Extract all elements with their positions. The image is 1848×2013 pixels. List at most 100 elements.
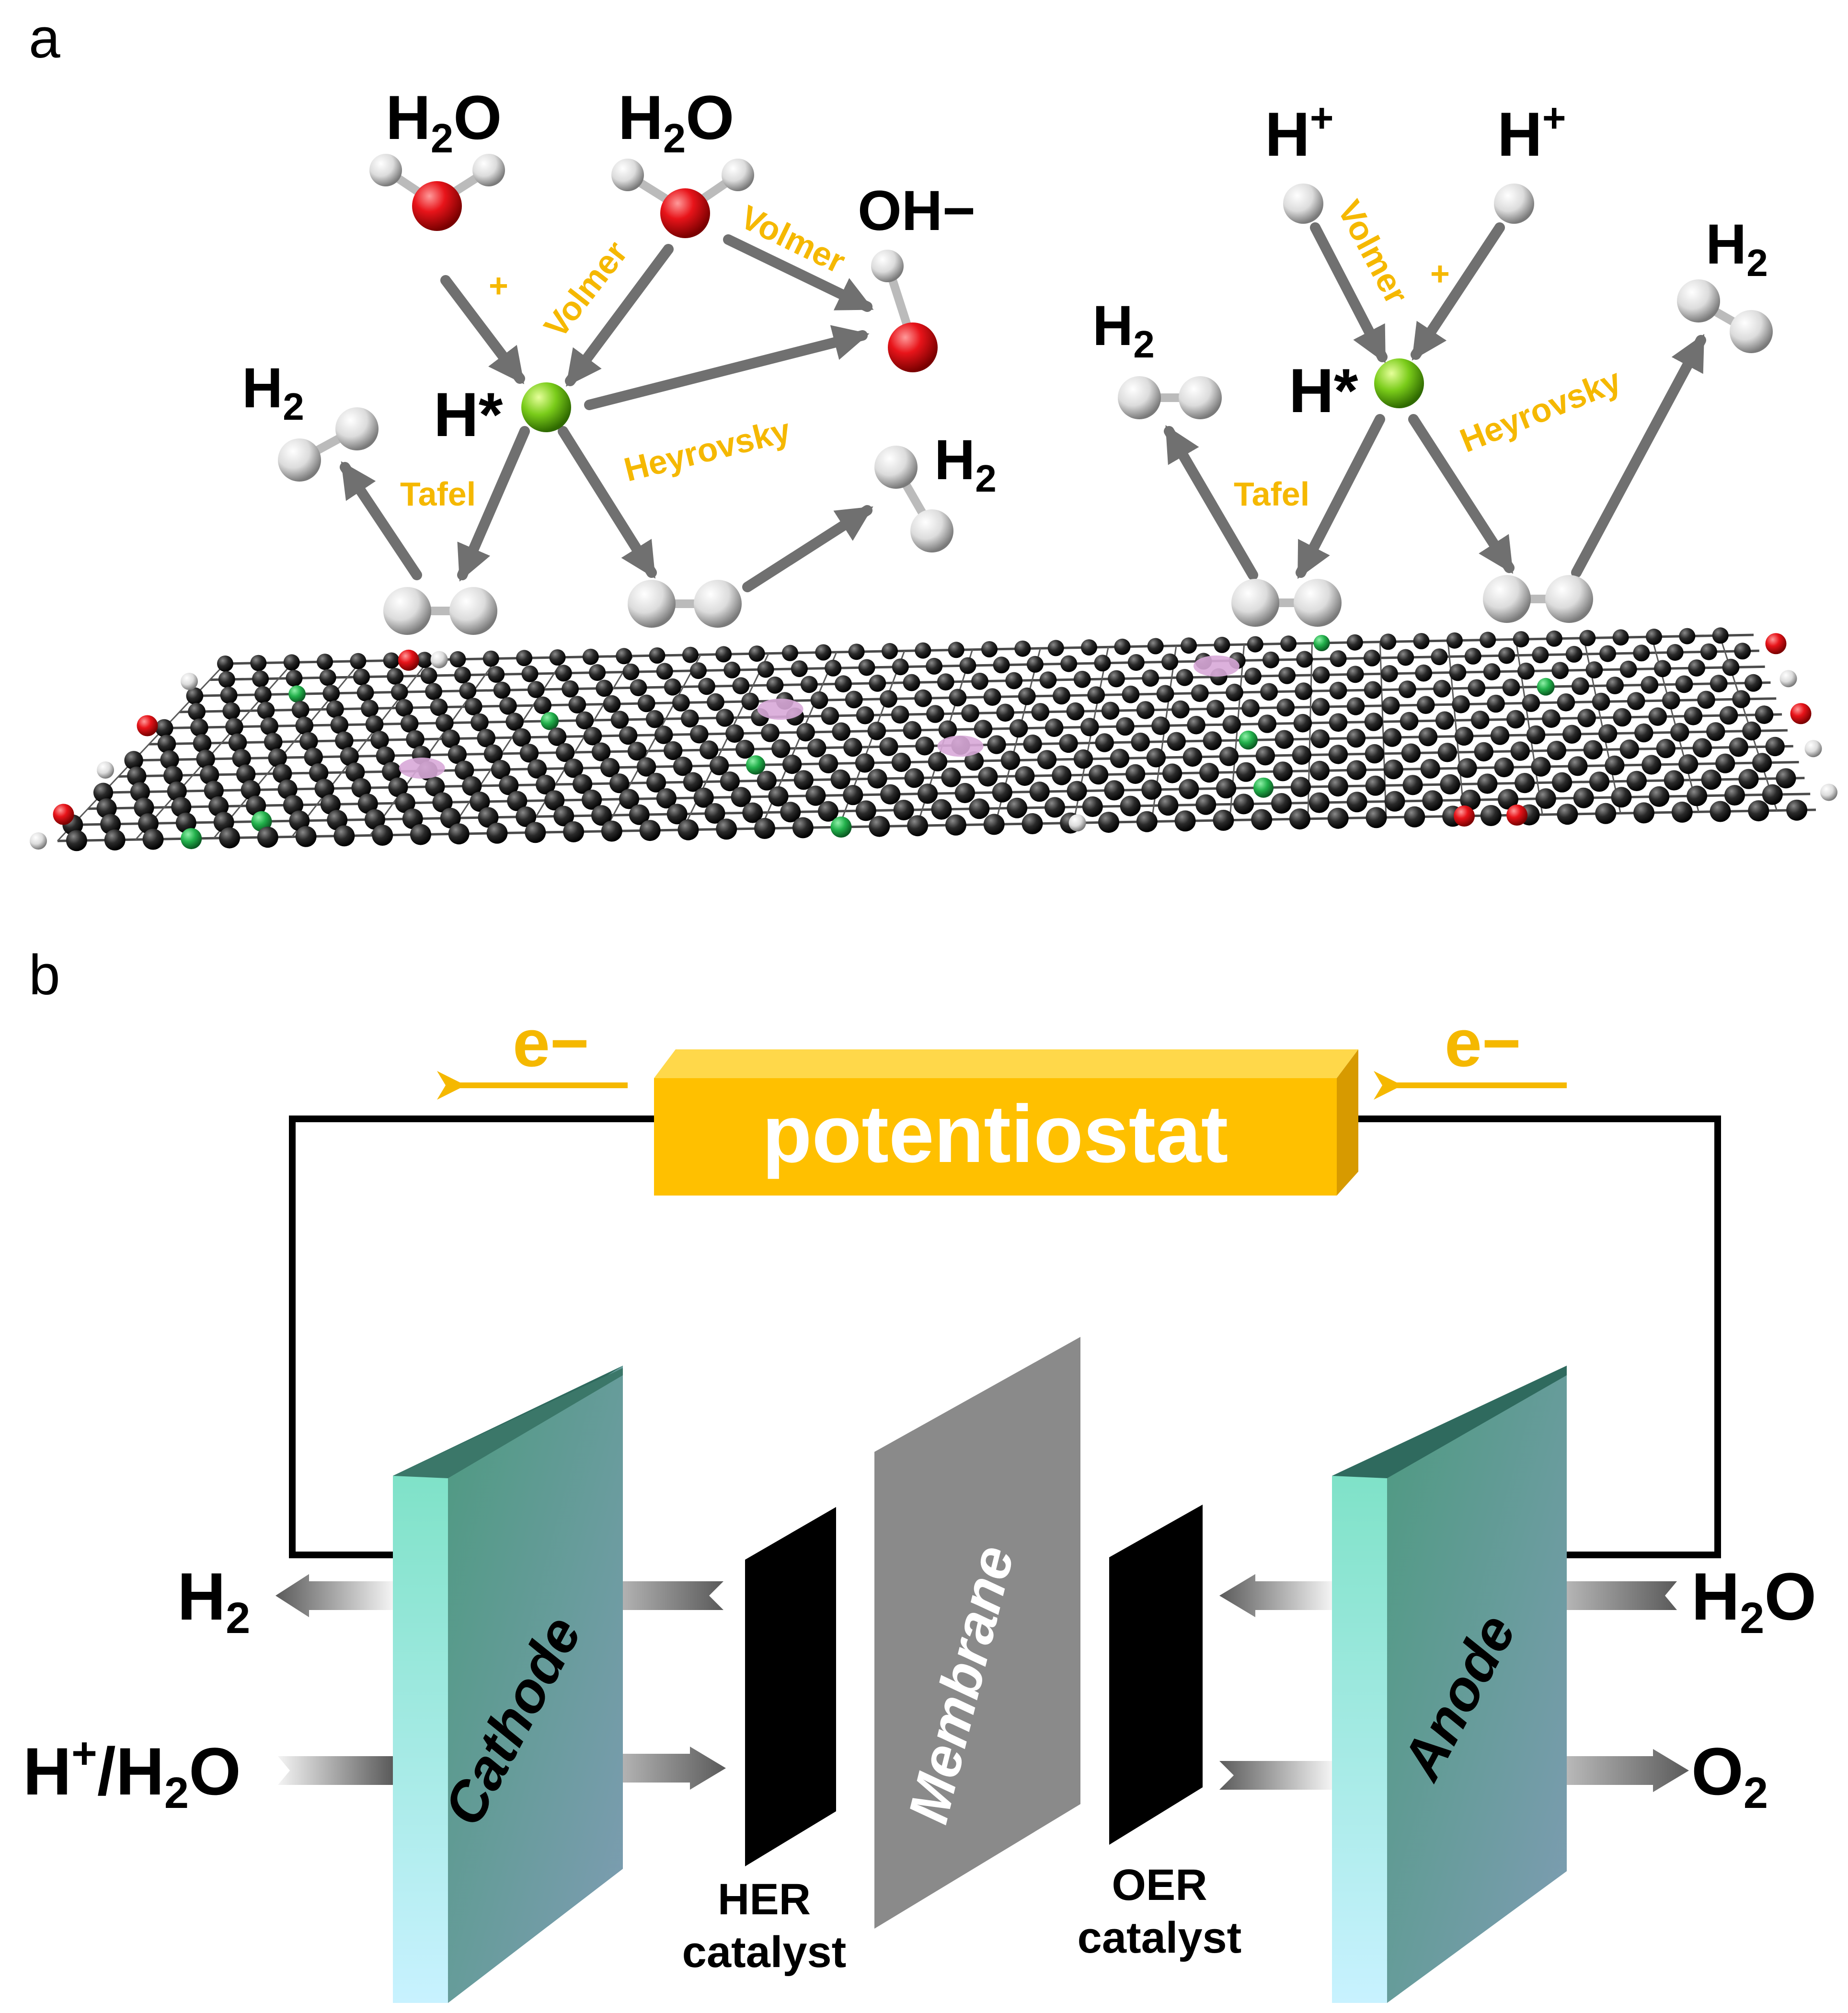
carbon-atom [855,753,875,773]
carbon-atom [1136,701,1155,719]
carbon-atom [791,660,808,678]
carbon-atom [918,783,938,804]
carbon-atom [283,795,304,816]
carbon-atom [610,711,629,729]
carbon-atom [1732,690,1750,708]
carbon-atom [220,687,238,704]
carbon-atom [1222,715,1241,734]
carbon-atom [1431,648,1448,666]
carbon-atom [1413,633,1430,649]
dopant-atom [1239,730,1258,750]
carbon-atom [1280,635,1297,652]
carbon-atom [1565,645,1583,663]
carbon-atom [629,804,650,825]
carbon-atom [664,678,681,696]
carbon-atom [167,781,187,801]
carbon-atom [693,787,714,808]
carbon-atom [1295,682,1313,700]
carbon-atom [257,702,275,719]
carbon-atom [499,775,519,795]
carbon-atom [1697,690,1715,709]
carbon-atom [1161,653,1179,670]
carbon-atom [1399,680,1416,698]
carbon-atom [222,702,241,720]
carbon-atom [931,799,952,820]
edge-hydrogen-atom [1804,740,1822,758]
carbon-atom [1059,734,1078,753]
carbon-atom [964,751,984,771]
carbon-atom [295,716,314,735]
carbon-atom [1649,786,1670,807]
adsorbed-hydrogen-acidic [1374,358,1424,408]
edge-hydrogen-atom [430,651,448,668]
carbon-atom [1487,694,1505,713]
carbon-atom [277,779,298,799]
carbon-atom [1039,671,1057,689]
carbon-atom [1706,722,1725,741]
carbon-atom [1191,684,1209,702]
carbon-atom [1633,802,1654,824]
carbon-atom [470,792,490,812]
carbon-atom [1082,796,1103,817]
carbon-atom [505,713,524,731]
carbon-atom [482,650,499,667]
carbon-atom [1276,698,1295,717]
carbon-atom [1592,692,1610,711]
carbon-atom [1606,677,1624,694]
edge-oxygen-atom [1765,633,1787,655]
carbon-atom [843,737,862,757]
carbon-atom [555,743,575,762]
carbon-atom [938,720,957,739]
carbon-atom [596,679,613,697]
carbon-atom [1014,640,1031,657]
carbon-atom [1498,789,1518,810]
carbon-atom [536,774,556,795]
carbon-atom [879,737,898,756]
carbon-atom [193,734,212,753]
carbon-atom [130,782,150,802]
carbon-atom [971,672,988,690]
carbon-atom [455,760,474,780]
carbon-atom [698,678,715,695]
alkaline-reaction-arrows [340,234,874,592]
carbon-atom [1579,630,1596,646]
carbon-atom [425,777,445,797]
carbon-atom [1247,636,1263,653]
carbon-atom [1233,794,1254,815]
carbon-atom [1187,715,1205,735]
carbon-atom [246,795,266,816]
carbon-atom [1384,791,1405,812]
carbon-atom [915,736,934,756]
carbon-atom [208,796,229,817]
carbon-atom [1383,759,1403,780]
carbon-atom [155,719,173,737]
carbon-atom [1216,778,1237,799]
carbon-atom [1366,807,1387,828]
carbon-atom [1670,723,1689,742]
carbon-atom [1422,790,1443,811]
carbon-atom [1572,677,1589,695]
carbon-atom [796,723,815,742]
carbon-atom [807,738,826,758]
carbon-atom [1656,738,1676,759]
carbon-atom [356,684,374,702]
carbon-atom [1045,797,1065,818]
carbon-atom [941,767,961,787]
carbon-atom [454,667,471,684]
carbon-atom [175,812,196,833]
carbon-atom [516,806,537,827]
carbon-atom [1633,644,1650,662]
carbon-atom [190,718,208,736]
carbon-atom [649,647,666,664]
carbon-atom [1786,799,1808,821]
carbon-atom [264,733,283,751]
carbon-atom [1031,703,1050,721]
carbon-atom [1742,721,1761,741]
carbon-atom [622,663,640,680]
carbon-atom [716,709,734,727]
carbon-atom [1619,739,1639,759]
carbon-atom [949,689,967,707]
carbon-atom [1692,738,1712,758]
carbon-atom [340,747,359,766]
carbon-atom [1477,773,1498,794]
